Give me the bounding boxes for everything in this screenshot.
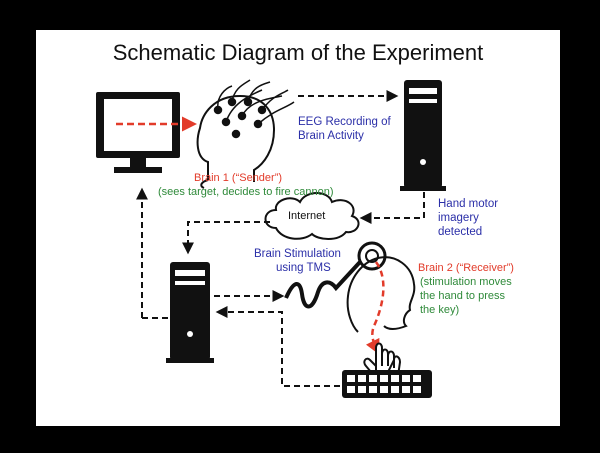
- cloud-icon: [264, 192, 360, 240]
- motor-label-line3: detected: [438, 226, 483, 238]
- monitor-icon: [96, 92, 180, 173]
- sender-head-icon: [196, 94, 276, 189]
- keypress-path: [215, 306, 340, 387]
- tms-label-line1: Brain Stimulation: [254, 248, 341, 260]
- eeg-cap-icon: [213, 79, 295, 139]
- diagram-slide: Schematic Diagram of the Experiment EEG …: [36, 30, 560, 426]
- diagram-title: Schematic Diagram of the Experiment: [112, 40, 484, 65]
- eeg-label-line2: Brain Activity: [298, 130, 364, 142]
- receiver-desc-line3: the key): [420, 304, 460, 316]
- motor-signal-path: [359, 192, 425, 224]
- keyboard-icon: [342, 370, 432, 398]
- internet-path: [182, 221, 270, 255]
- sender-label: Brain 1 (“Sender”): [194, 172, 283, 184]
- receiver-desc-line1: (stimulation moves: [420, 276, 512, 288]
- diagram-canvas: [96, 79, 446, 398]
- computer-tower-icon: [166, 262, 214, 363]
- receiver-head-icon: [346, 256, 416, 333]
- sender-description: (sees target, decides to fire cannon): [158, 186, 334, 198]
- motor-command-arrow: [365, 261, 385, 355]
- tms-coil-icon: [284, 241, 387, 309]
- internet-label: Internet: [288, 210, 326, 222]
- motor-label-line1: Hand motor: [438, 198, 499, 210]
- receiver-label: Brain 2 (“Receiver”): [418, 262, 514, 274]
- tms-label-line2: using TMS: [276, 262, 331, 274]
- computer-tower-icon: [400, 80, 446, 191]
- eeg-label-line1: EEG Recording of: [298, 116, 391, 128]
- receiver-desc-line2: the hand to press: [420, 290, 506, 302]
- motor-label-line2: imagery: [438, 212, 479, 224]
